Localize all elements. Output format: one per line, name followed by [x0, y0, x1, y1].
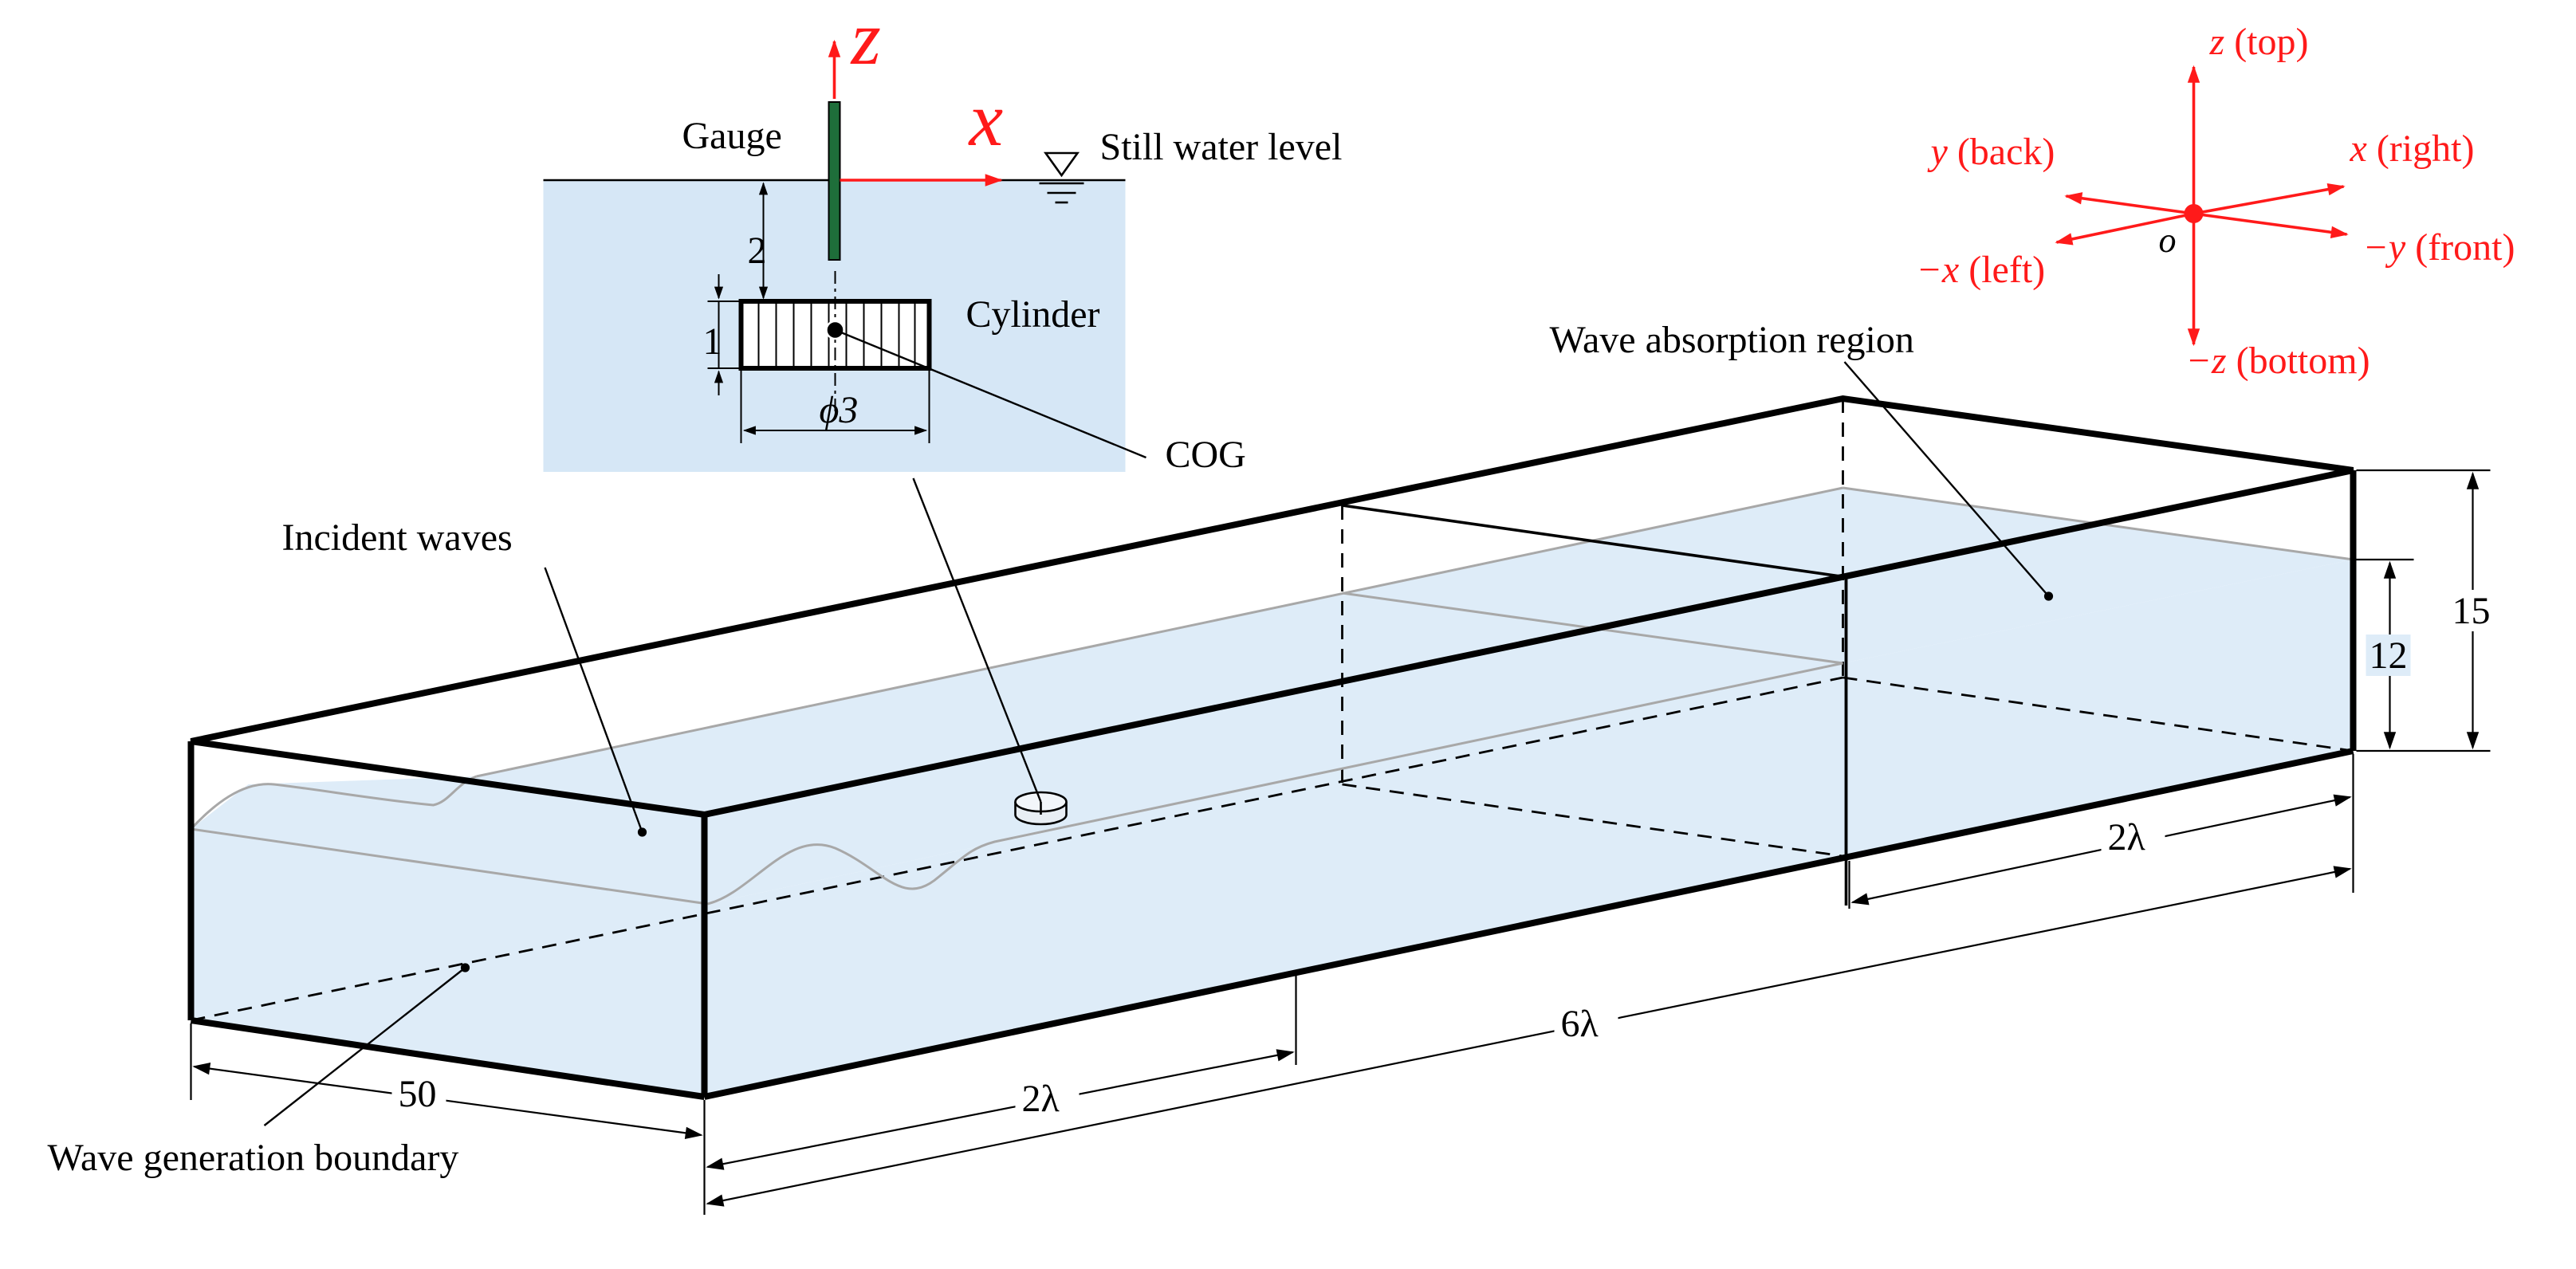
cylinder-label: Cylinder: [966, 293, 1100, 336]
incident-waves-label: Incident waves: [282, 517, 513, 559]
dim-2lambda-mid-label: 2λ: [1022, 1078, 1060, 1120]
legend-z-bottom: −z (bottom): [2186, 340, 2370, 382]
dim-12-label: 12: [2370, 634, 2408, 677]
inset-z-label: z: [850, 0, 881, 81]
tank-dimensions: [190, 469, 2491, 1215]
cylinder-inset: z x 2 1 ϕ3 G: [543, 0, 1343, 476]
wave-absorption-label: Wave absorption region: [1550, 319, 1914, 361]
dim-50-line: [192, 1063, 703, 1139]
inset-x-label: x: [968, 77, 1004, 162]
dim-6lambda-label: 6λ: [1561, 1003, 1599, 1045]
legend-y-back: y (back): [1927, 131, 2055, 173]
dim-6lambda-line: [706, 866, 2352, 1207]
hidden-edges: [191, 399, 2354, 1022]
dim-height-label: 1: [703, 320, 722, 363]
gauge-label: Gauge: [682, 115, 782, 157]
inset-pointer: [912, 477, 1042, 803]
incident-wave-profile: [190, 775, 478, 831]
dimension-labels: 15 12 50 2λ 6λ 2λ: [391, 590, 2494, 1121]
wave-generation-label: Wave generation boundary: [48, 1137, 459, 1179]
gauge-rod: [828, 101, 841, 261]
still-water-symbol: [1039, 151, 1084, 204]
dim-15-label: 15: [2452, 590, 2491, 632]
dim-2lambda-right-label: 2λ: [2108, 816, 2146, 858]
legend-x-right: x (right): [2350, 128, 2475, 170]
cog-label: COG: [1166, 434, 1246, 476]
legend-z-top: z (top): [2209, 21, 2309, 63]
dim-depth-label: 2: [748, 230, 767, 272]
tank-annotations: Incident waves Wave absorption region Wa…: [48, 319, 2054, 1179]
dim-50-label: 50: [399, 1073, 437, 1115]
axes-legend: z (top) −z (bottom) x (right) −x (left) …: [1917, 21, 2515, 382]
dim-diameter-label: ϕ3: [820, 389, 859, 431]
tank-cylinder: [1014, 791, 1068, 826]
still-water-label: Still water level: [1100, 126, 1343, 168]
origin-dot: [2184, 204, 2204, 223]
legend-x-left: −x (left): [1917, 249, 2046, 291]
legend-y-front: −y (front): [2363, 226, 2515, 269]
legend-origin: o: [2159, 221, 2177, 260]
cylinder-hatch: [757, 301, 916, 368]
water-volume: [191, 488, 2354, 1097]
cog-leader: [835, 328, 1146, 459]
